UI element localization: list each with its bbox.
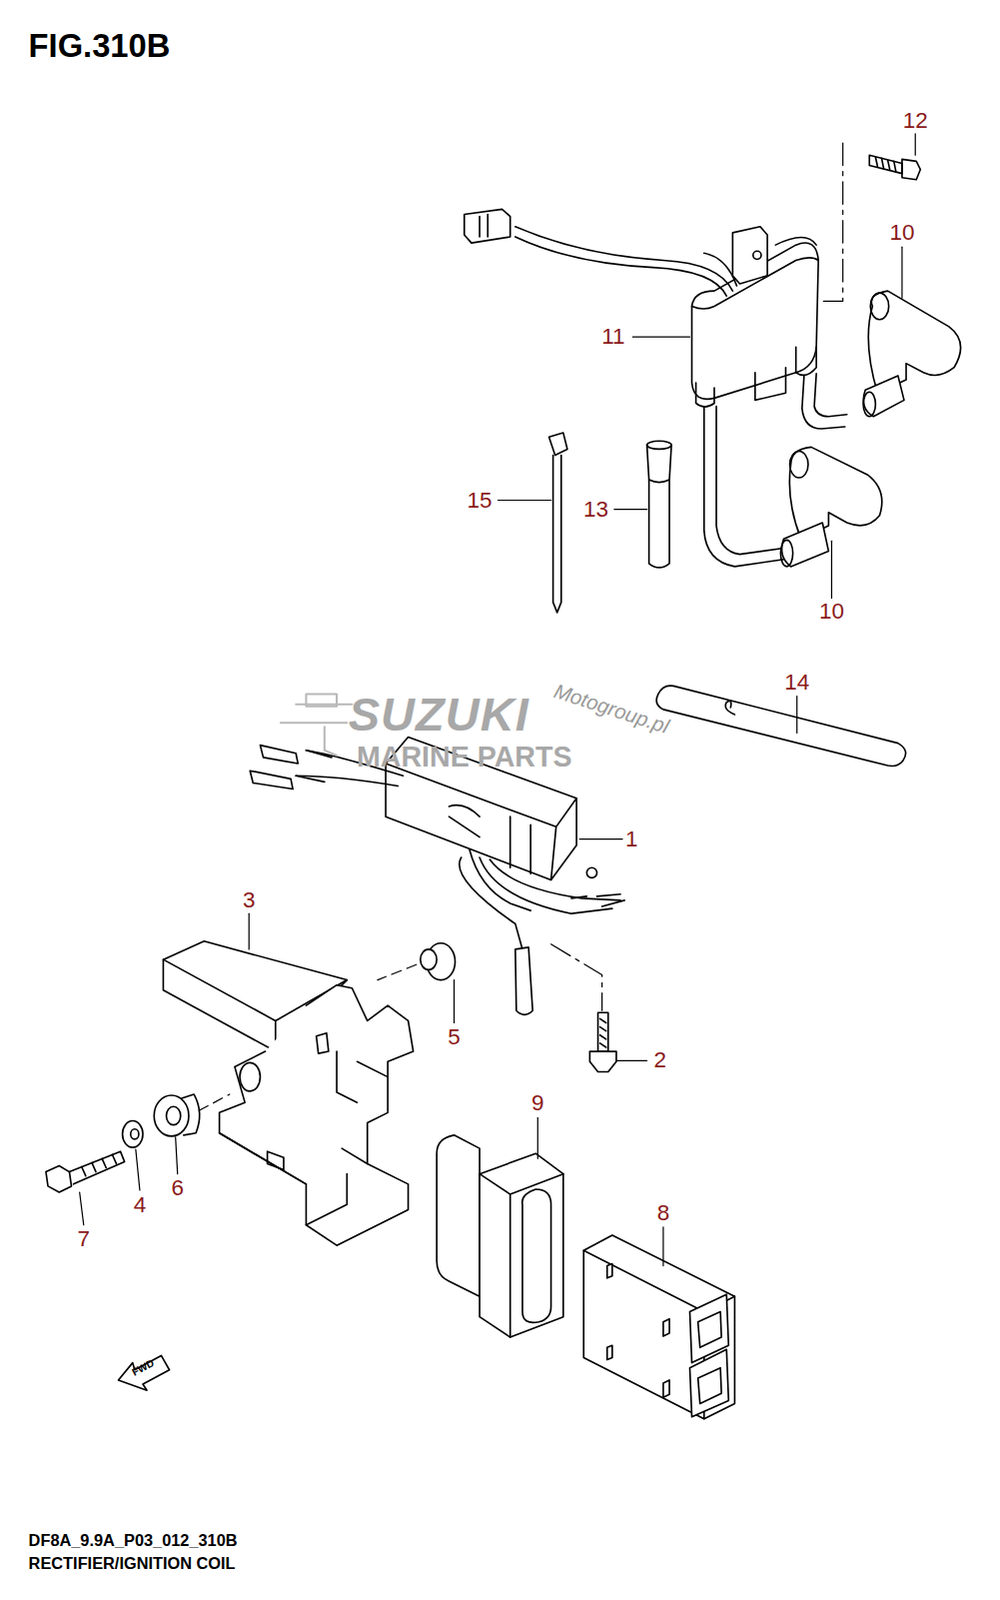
callout-number: 6 [170, 1176, 184, 1199]
callout-number: 7 [77, 1227, 91, 1250]
watermark-logo [280, 694, 353, 756]
callout-number: 10 [819, 600, 845, 623]
callout-number: 10 [889, 221, 915, 244]
callout-number: 9 [531, 1091, 545, 1114]
cable-tie [549, 432, 568, 613]
watermark: MARINE PARTS [356, 743, 573, 773]
callout-number: 5 [447, 1025, 461, 1048]
callout-number: 8 [657, 1200, 671, 1223]
callout-number: 14 [784, 671, 810, 694]
bolt [869, 154, 921, 180]
figure-title: FIG.310B [28, 29, 171, 63]
drawing-code: DF8A_9.9A_P03_012_310B [28, 1532, 238, 1549]
ignition-coil [464, 208, 848, 567]
fwd-arrow [117, 1354, 169, 1390]
callout-number: 4 [133, 1193, 147, 1216]
callout-number: 3 [242, 889, 256, 912]
watermark: SUZUKI [348, 691, 530, 739]
relay [583, 1234, 735, 1419]
protective-sleeve [656, 685, 906, 766]
callout-number: 12 [903, 108, 929, 131]
bolt [45, 1150, 125, 1192]
watermark: Motogroup.pl [552, 680, 673, 737]
callout-number: 2 [654, 1048, 668, 1071]
washer [122, 1120, 143, 1148]
callout-number: 11 [601, 325, 625, 348]
callout-number: 13 [583, 497, 609, 520]
grommet [420, 943, 456, 981]
bolt [589, 1011, 617, 1071]
bracket [162, 941, 413, 1245]
callout-number: 15 [467, 488, 493, 511]
figure-caption: RECTIFIER/IGNITION COIL [28, 1555, 236, 1572]
grommet [153, 1093, 200, 1136]
tube [647, 440, 673, 568]
plug-cap [863, 290, 961, 417]
callout-number: 1 [625, 827, 639, 850]
cover [436, 1134, 564, 1337]
leader-lines [79, 133, 917, 1266]
